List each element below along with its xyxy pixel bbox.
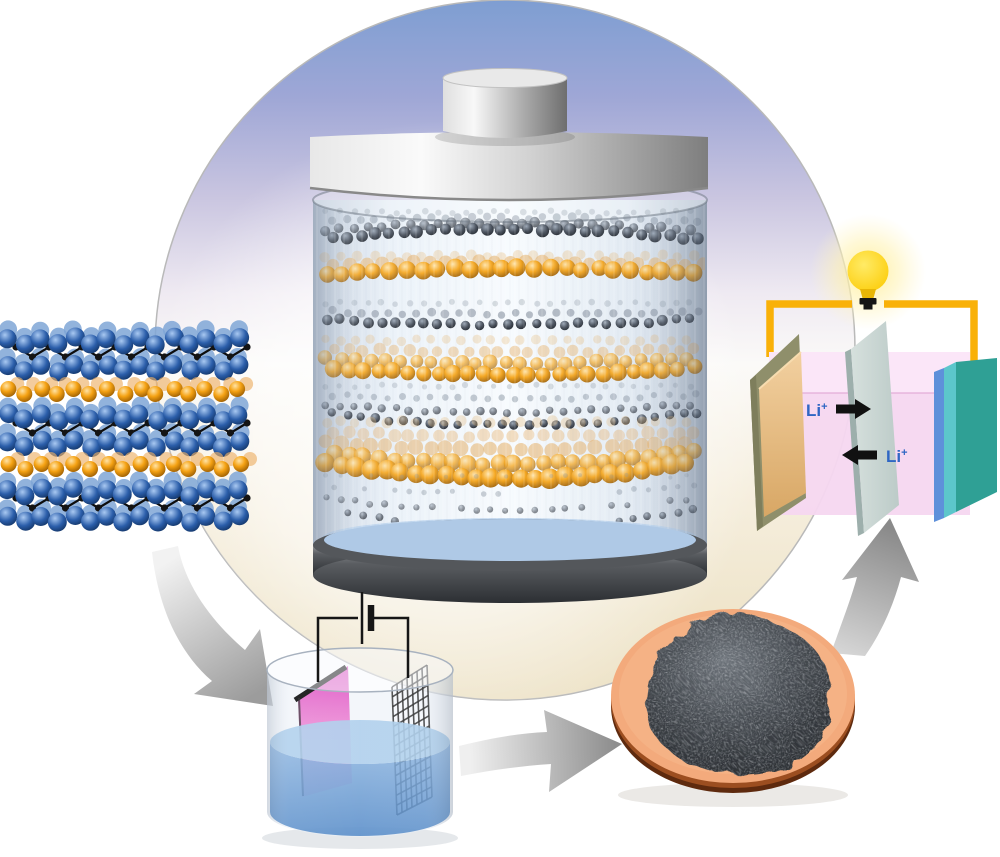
exfoliation-battery bbox=[309, 68, 709, 603]
dc-power-source bbox=[316, 592, 410, 682]
li-ion-cell-schematic: Li+ Li+ bbox=[750, 214, 997, 536]
battery-terminal bbox=[442, 68, 568, 138]
cell-glass-wall bbox=[267, 670, 453, 837]
exfoliated-powder-dish bbox=[611, 609, 855, 807]
anode-electrode bbox=[750, 334, 806, 531]
separator-plate bbox=[845, 321, 899, 536]
battery-cap bbox=[309, 128, 709, 202]
process-arrow-1-icon bbox=[152, 546, 273, 706]
ion-arrow-right-icon bbox=[836, 399, 871, 419]
circuit-wire bbox=[766, 300, 978, 367]
process-arrow-2-icon bbox=[459, 710, 622, 792]
powder-sample bbox=[645, 611, 832, 775]
battery-base bbox=[313, 519, 707, 603]
li-ion-label-backward: Li+ bbox=[886, 447, 908, 466]
cathode-electrode bbox=[934, 358, 997, 522]
ion-arrow-left-icon bbox=[842, 445, 877, 465]
dish-shadow bbox=[618, 783, 848, 807]
battery-glass-streaks bbox=[313, 200, 707, 575]
electrochemical-cell bbox=[262, 592, 458, 849]
cell-beaker-rim bbox=[266, 647, 454, 693]
li-ion-label-forward: Li+ bbox=[806, 401, 828, 420]
process-arrow-3-icon bbox=[831, 518, 919, 656]
light-bulb-icon bbox=[847, 250, 889, 310]
layered-crystal-structure bbox=[0, 320, 257, 532]
